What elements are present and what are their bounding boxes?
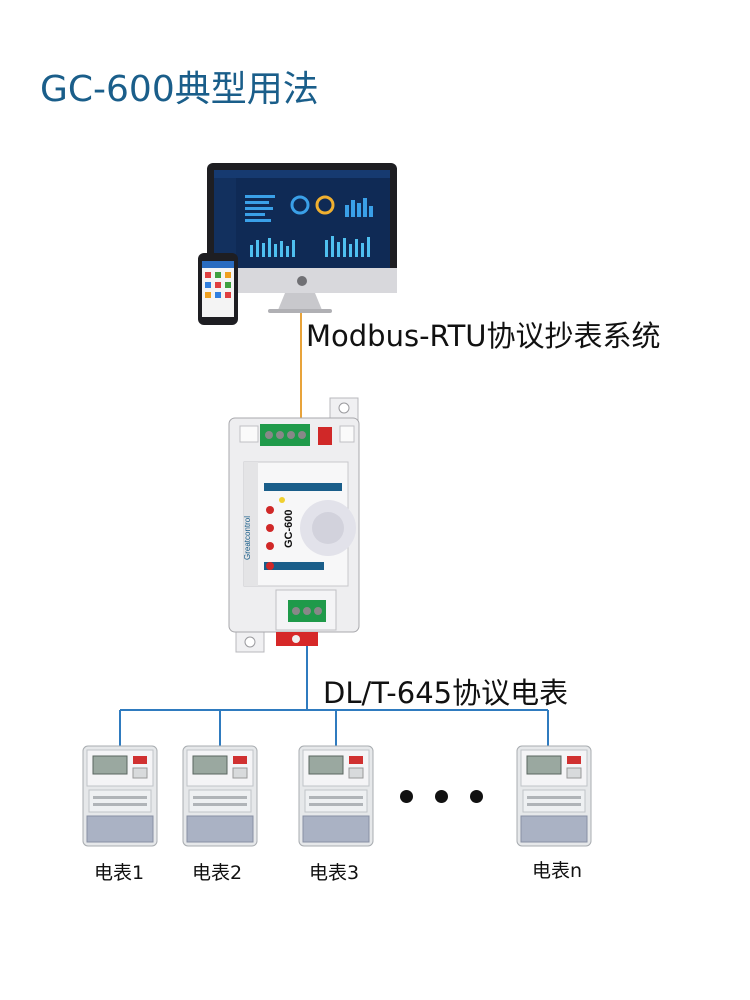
gc600-device [228,397,360,653]
ellipsis-dot [470,790,483,803]
meter-label-1: 电表1 [94,862,145,884]
apple-logo-icon [297,276,307,286]
meter-label-n: 电表n [532,860,583,882]
ellipsis-dot [400,790,413,803]
device-brand: Greatcontrol [243,516,252,560]
energy-meter-icon [182,745,258,847]
monitor-icon [207,163,397,313]
energy-meter-icon [298,745,374,847]
dlt645-meter-label: DL/T-645协议电表 [323,676,569,710]
energy-meter-icon [82,745,158,847]
modbus-system-label: Modbus-RTU协议抄表系统 [306,319,661,353]
rs485-bus [119,646,549,746]
page-title: GC-600典型用法 [40,69,319,110]
meter-label-3: 电表3 [309,862,360,884]
ellipsis-dot [435,790,448,803]
smartphone-icon [198,253,238,325]
meter-label-2: 电表2 [192,862,243,884]
device-model: GC-600 [283,509,295,548]
energy-meter-icon [516,745,592,847]
